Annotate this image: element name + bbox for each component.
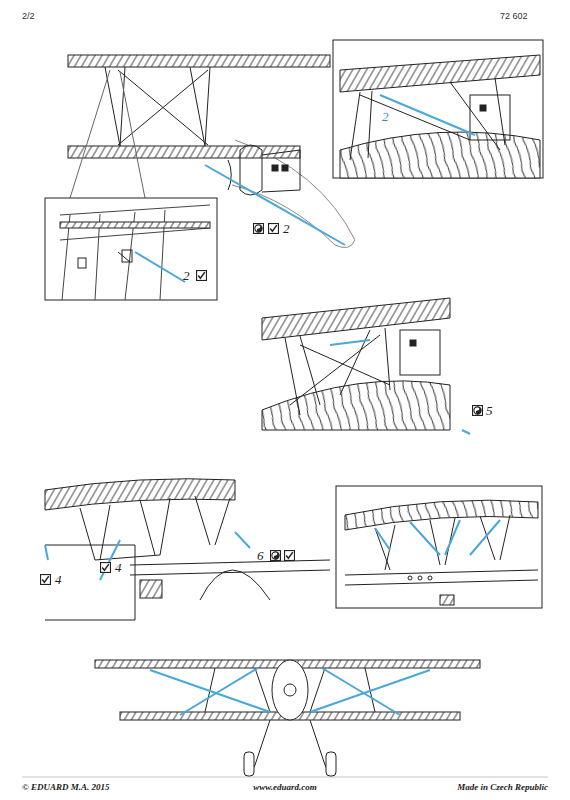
callout-number: 6 (257, 549, 264, 562)
callout-number: 2 (382, 110, 389, 123)
callout-number: 2 (283, 222, 290, 235)
callout-number: 5 (486, 404, 493, 417)
website: www.eduard.com (253, 783, 317, 792)
page-number: 2/2 (22, 12, 35, 21)
kit-number: 72 602 (500, 12, 528, 21)
callout-number: 4 (115, 561, 122, 574)
origin-note: Made in Czech Republic (457, 783, 548, 792)
callout-number: 2 (183, 269, 190, 282)
callout-number: 4 (55, 573, 62, 586)
copyright-note: © EDUARD M.A. 2015 (22, 783, 110, 792)
